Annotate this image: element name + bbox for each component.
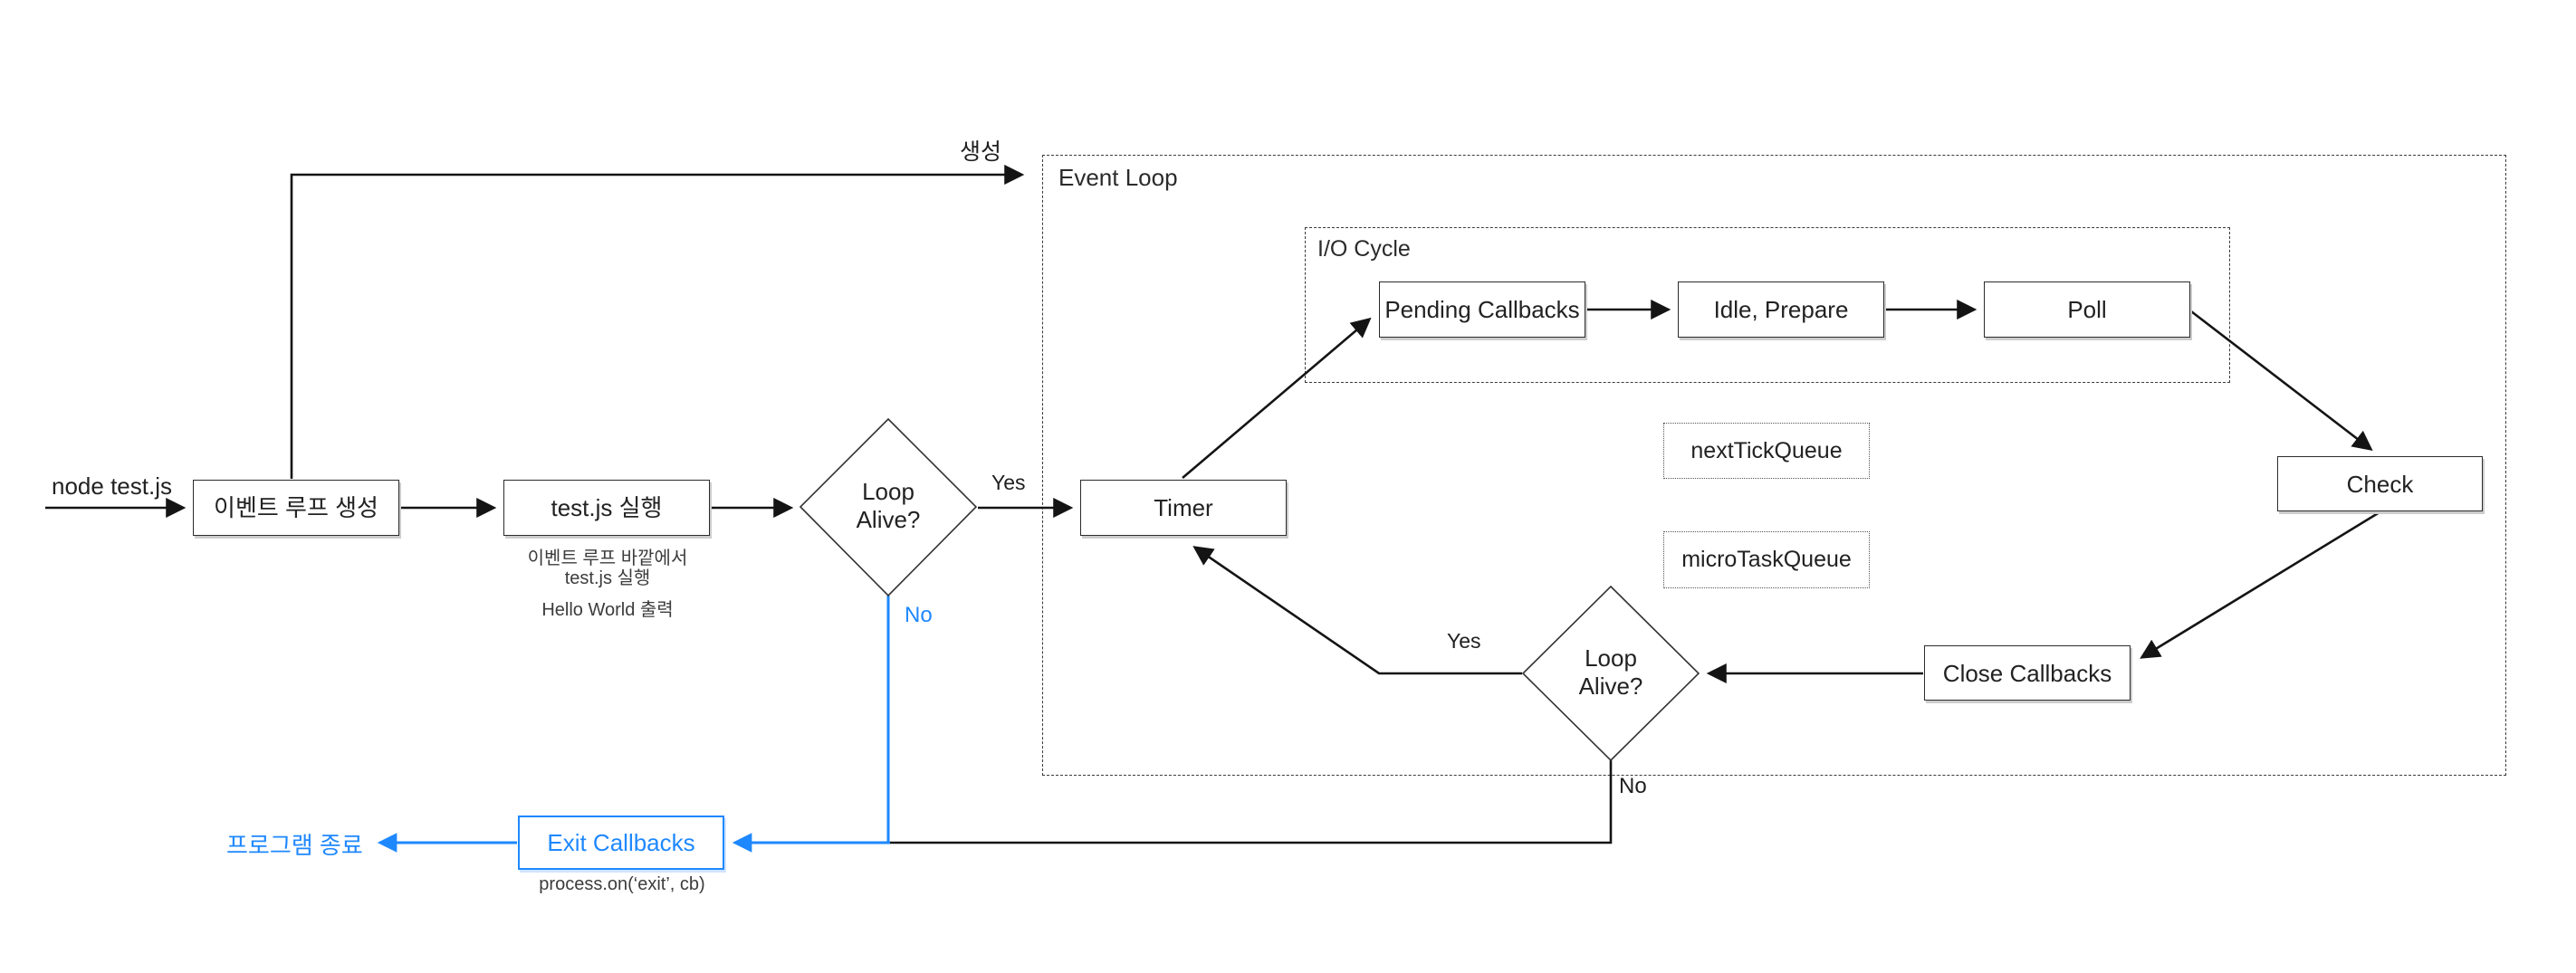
- run-testjs-caption: 이벤트 루프 바깥에서 test.js 실행 Hello World 출력: [472, 549, 743, 620]
- decision-loop-alive-shape: [799, 417, 978, 597]
- exit-callbacks-box: Exit Callbacks: [518, 816, 724, 870]
- decision-inner-loop-alive-label: Loop Alive?: [1538, 644, 1683, 701]
- check-box: Check: [2277, 456, 2483, 511]
- io-cycle-label: I/O Cycle: [1317, 236, 1411, 262]
- decision-line1: Loop: [862, 478, 915, 505]
- no-main-label: No: [905, 603, 933, 627]
- edge-check-to-close: [2140, 510, 2380, 659]
- close-callbacks-box: Close Callbacks: [1924, 645, 2131, 701]
- idle-prepare-box: Idle, Prepare: [1678, 281, 1884, 338]
- run-note-line2: test.js 실행: [564, 568, 651, 588]
- caption-gap: [472, 588, 743, 600]
- edge-timer-to-pending: [1182, 317, 1372, 479]
- edge-inner-decision-yes-to-timer: [1192, 546, 1522, 675]
- run-note-line1: 이벤트 루프 바깥에서: [527, 549, 688, 568]
- poll-box: Poll: [1984, 281, 2190, 338]
- next-tick-queue-box: nextTickQueue: [1663, 423, 1870, 479]
- micro-task-queue-box: microTaskQueue: [1663, 531, 1870, 588]
- decision-loop-alive-label: Loop Alive?: [816, 478, 961, 534]
- decision-line2: Alive?: [1578, 673, 1643, 700]
- decision-inner-loop-alive-shape: [1521, 585, 1700, 762]
- event-loop-container: [1042, 155, 2506, 776]
- run-testjs-box: test.js 실행: [503, 480, 710, 536]
- yes-inner-label: Yes: [1447, 629, 1481, 653]
- pending-callbacks-box: Pending Callbacks: [1379, 281, 1585, 338]
- run-note-line3: Hello World 출력: [541, 600, 674, 620]
- yes-main-label: Yes: [991, 471, 1026, 494]
- spawn-label: 생성: [960, 139, 1002, 165]
- decision-line2: Alive?: [856, 506, 921, 533]
- decision-line1: Loop: [1585, 644, 1637, 672]
- event-loop-label: Event Loop: [1058, 164, 1178, 191]
- exit-callbacks-caption: process.on(‘exit’, cb): [539, 874, 705, 894]
- no-inner-label: No: [1619, 774, 1647, 798]
- start-command-label: node test.js: [52, 472, 172, 500]
- edge-spawn-to-event-loop: [290, 164, 1025, 479]
- create-event-loop-box: 이벤트 루프 생성: [193, 480, 399, 536]
- io-cycle-container: [1305, 227, 2230, 383]
- program-end-label: 프로그램 종료: [226, 832, 363, 859]
- timer-box: Timer: [1080, 480, 1287, 536]
- edge-poll-to-check: [2190, 310, 2373, 452]
- edge-inner-decision-no: [890, 760, 1613, 844]
